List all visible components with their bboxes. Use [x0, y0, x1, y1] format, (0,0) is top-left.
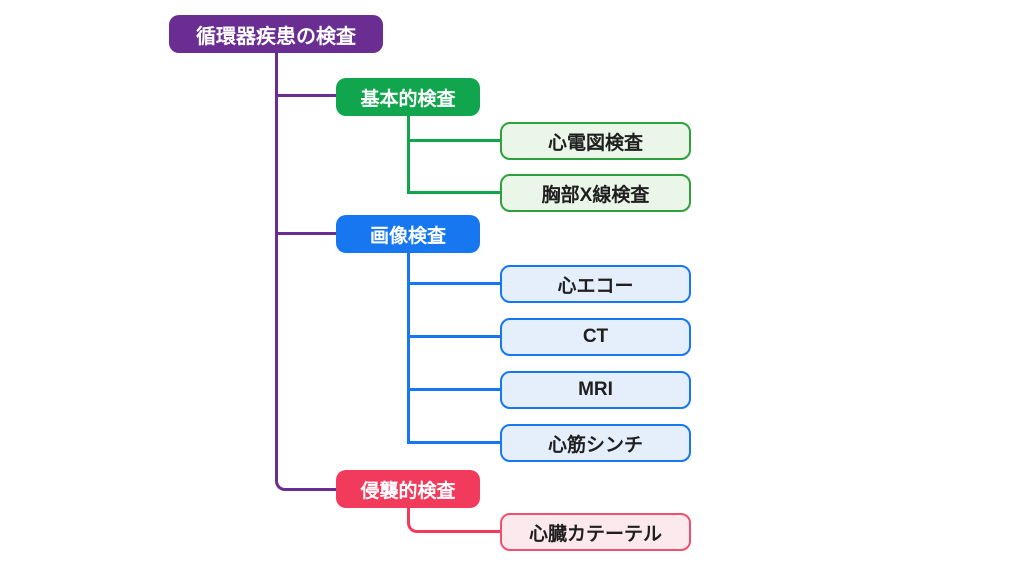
connector-imaging-to-echo	[407, 282, 500, 285]
leaf-node-myocardial-scintigraphy: 心筋シンチ	[500, 424, 691, 462]
connector-imaging-to-mri	[407, 388, 500, 391]
connector-basic-to-ecg	[407, 139, 500, 142]
leaf-node-mri: MRI	[500, 371, 691, 409]
leaf-node-ecg: 心電図検査	[500, 122, 691, 160]
connector-root-to-basic	[275, 94, 336, 97]
connector-imaging-to-scinti	[407, 253, 500, 444]
connector-invasive-to-catheter	[407, 508, 500, 533]
leaf-node-chest-xray: 胸部X線検査	[500, 174, 691, 212]
branch-node-invasive-tests: 侵襲的検査	[336, 470, 480, 508]
root-node-cardiovascular-tests: 循環器疾患の検査	[169, 15, 383, 53]
leaf-node-echocardiography: 心エコー	[500, 265, 691, 303]
connector-root-to-invasive	[275, 52, 336, 491]
leaf-node-cardiac-catheter: 心臓カテーテル	[500, 513, 691, 551]
branch-node-imaging-tests: 画像検査	[336, 215, 480, 253]
branch-node-basic-tests: 基本的検査	[336, 78, 480, 116]
leaf-node-ct: CT	[500, 318, 691, 356]
connector-imaging-to-ct	[407, 335, 500, 338]
connector-root-to-imaging	[275, 232, 336, 235]
connector-basic-to-xray	[407, 116, 500, 194]
